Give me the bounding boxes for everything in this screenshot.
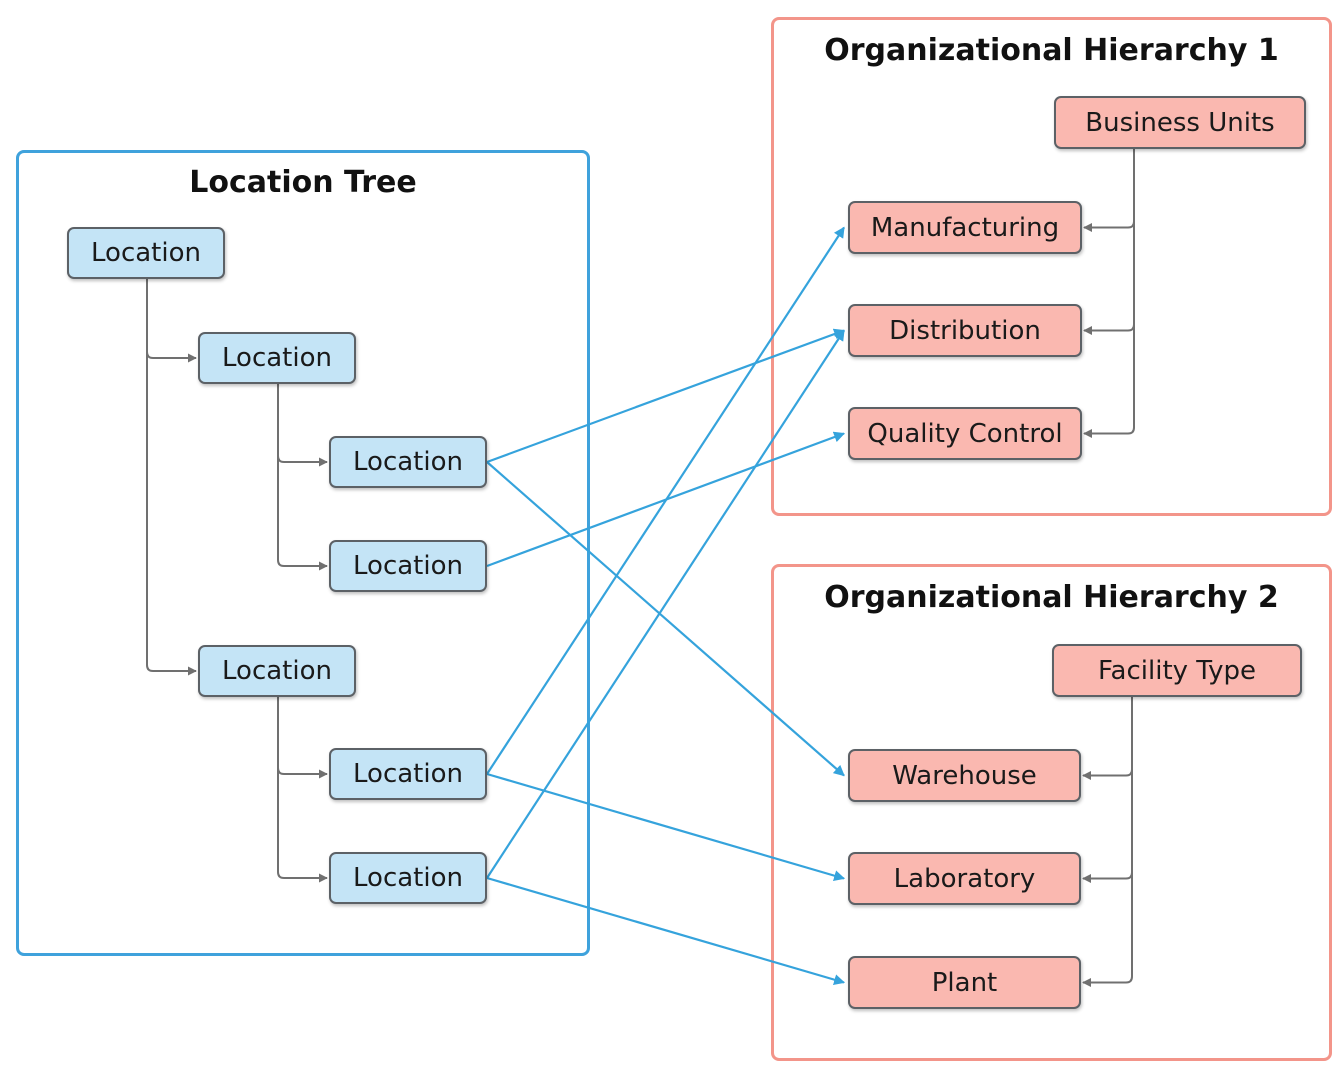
location-node[interactable]: Location — [198, 332, 356, 384]
location-node[interactable]: Location — [329, 852, 487, 904]
location-node[interactable]: Location — [198, 645, 356, 697]
facility-type-node[interactable]: Facility Type — [1052, 644, 1302, 697]
quality-control-node[interactable]: Quality Control — [848, 407, 1082, 460]
location-node[interactable]: Location — [329, 436, 487, 488]
warehouse-node[interactable]: Warehouse — [848, 749, 1081, 802]
plant-node[interactable]: Plant — [848, 956, 1081, 1009]
location-node[interactable]: Location — [329, 748, 487, 800]
location-tree-title: Location Tree — [189, 165, 417, 200]
manufacturing-node[interactable]: Manufacturing — [848, 201, 1082, 254]
laboratory-node[interactable]: Laboratory — [848, 852, 1081, 905]
location-node[interactable]: Location — [67, 227, 225, 279]
org-hierarchy-1-title: Organizational Hierarchy 1 — [824, 33, 1279, 68]
location-node[interactable]: Location — [329, 540, 487, 592]
business-units-node[interactable]: Business Units — [1054, 96, 1306, 149]
org-hierarchy-2-title: Organizational Hierarchy 2 — [824, 580, 1279, 615]
distribution-node[interactable]: Distribution — [848, 304, 1082, 357]
